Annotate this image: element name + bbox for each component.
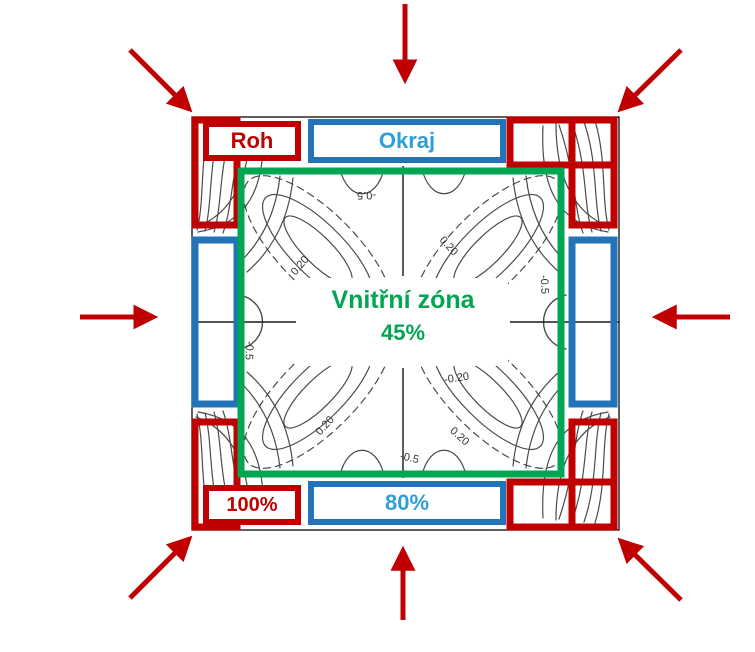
- inner-zone-value: 45%: [380, 320, 426, 345]
- corner-zone-label-box: Roh: [203, 121, 301, 161]
- edge-zone-value-box: 80%: [308, 481, 506, 525]
- contour-value-label: -0.5: [357, 189, 376, 201]
- edge-zone-label-box: Okraj: [308, 119, 506, 163]
- contour-value-label: 0.20: [289, 254, 312, 278]
- zone-corner-bottom-right-vertical: [568, 418, 618, 531]
- corner-zone-value-box: 100%: [203, 485, 301, 525]
- contour-value-label: -0.5: [538, 275, 551, 294]
- contour-value-label: -0.20: [443, 371, 470, 386]
- wind-arrow-bottom-right: [617, 537, 683, 602]
- contour-value-label: -0.5: [399, 450, 420, 466]
- contour-value-label: 0.20: [447, 425, 471, 448]
- edge-zone-value: 80%: [384, 490, 430, 515]
- zone-corner-top-left: [191, 116, 241, 229]
- zone-edge-right: [568, 236, 618, 408]
- contour-value-label: -0.5: [243, 341, 256, 360]
- inner-zone-border: [237, 167, 565, 478]
- corner-zone-value: 100%: [226, 493, 278, 516]
- contour-value-label: 0.20: [314, 414, 337, 438]
- inner-zone-label: Vnitřní zóna: [331, 286, 475, 314]
- wind-arrow-top-left: [128, 48, 193, 113]
- center-clearing: [296, 278, 508, 366]
- zone-corner-top-right-vertical: [568, 116, 618, 229]
- zone-corner-top-right-horizontal: [506, 116, 618, 169]
- zone-corner-bottom-right-horizontal: [506, 478, 618, 531]
- zone-edge-left: [191, 236, 241, 408]
- corner-zone-label: Roh: [230, 128, 274, 153]
- wind-arrow-bottom-left: [128, 535, 193, 600]
- wind-arrow-top-right: [617, 48, 683, 113]
- zone-corner-bottom-left: [191, 418, 241, 531]
- edge-zone-label: Okraj: [378, 128, 436, 153]
